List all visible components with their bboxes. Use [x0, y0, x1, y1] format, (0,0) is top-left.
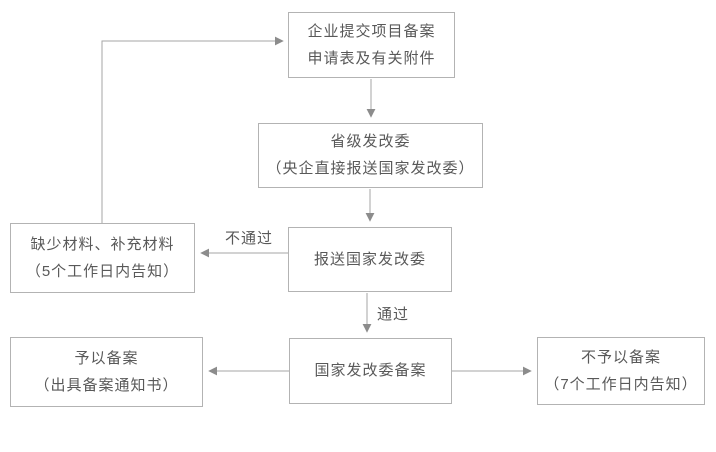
node-text: 省级发改委: [330, 133, 411, 150]
flow-node-ndrc-filing: 国家发改委备案: [289, 338, 452, 404]
arrow-missing-to-submit: [101, 36, 284, 223]
node-text: 国家发改委备案: [314, 362, 427, 379]
node-text: 不予以备案: [580, 348, 661, 366]
flow-node-filing-denied: 不予以备案 （7个工作日内告知）: [537, 337, 705, 405]
node-text: 申请表及有关附件: [307, 49, 436, 67]
edge-label-passed: 通过: [377, 306, 410, 323]
node-text: 予以备案: [74, 349, 139, 367]
flow-node-filing-granted: 予以备案 （出具备案通知书）: [10, 337, 203, 407]
flow-node-report-ndrc: 报送国家发改委: [288, 227, 452, 292]
node-text: 缺少材料、补充材料: [30, 235, 175, 253]
node-text: （出具备案通知书）: [34, 376, 179, 394]
flow-node-submit-application: 企业提交项目备案 申请表及有关附件: [288, 12, 455, 78]
edge-label-not-passed: 不通过: [224, 230, 273, 247]
node-text: （5个工作日内告知）: [25, 262, 180, 280]
flow-node-missing-materials: 缺少材料、补充材料 （5个工作日内告知）: [10, 223, 195, 293]
node-text: （央企直接报送国家发改委）: [266, 160, 475, 177]
node-text: 报送国家发改委: [313, 250, 426, 268]
flow-node-provincial-drc: 省级发改委 （央企直接报送国家发改委）: [258, 123, 483, 188]
node-text: 企业提交项目备案: [307, 22, 436, 40]
node-text: （7个工作日内告知）: [544, 375, 698, 393]
